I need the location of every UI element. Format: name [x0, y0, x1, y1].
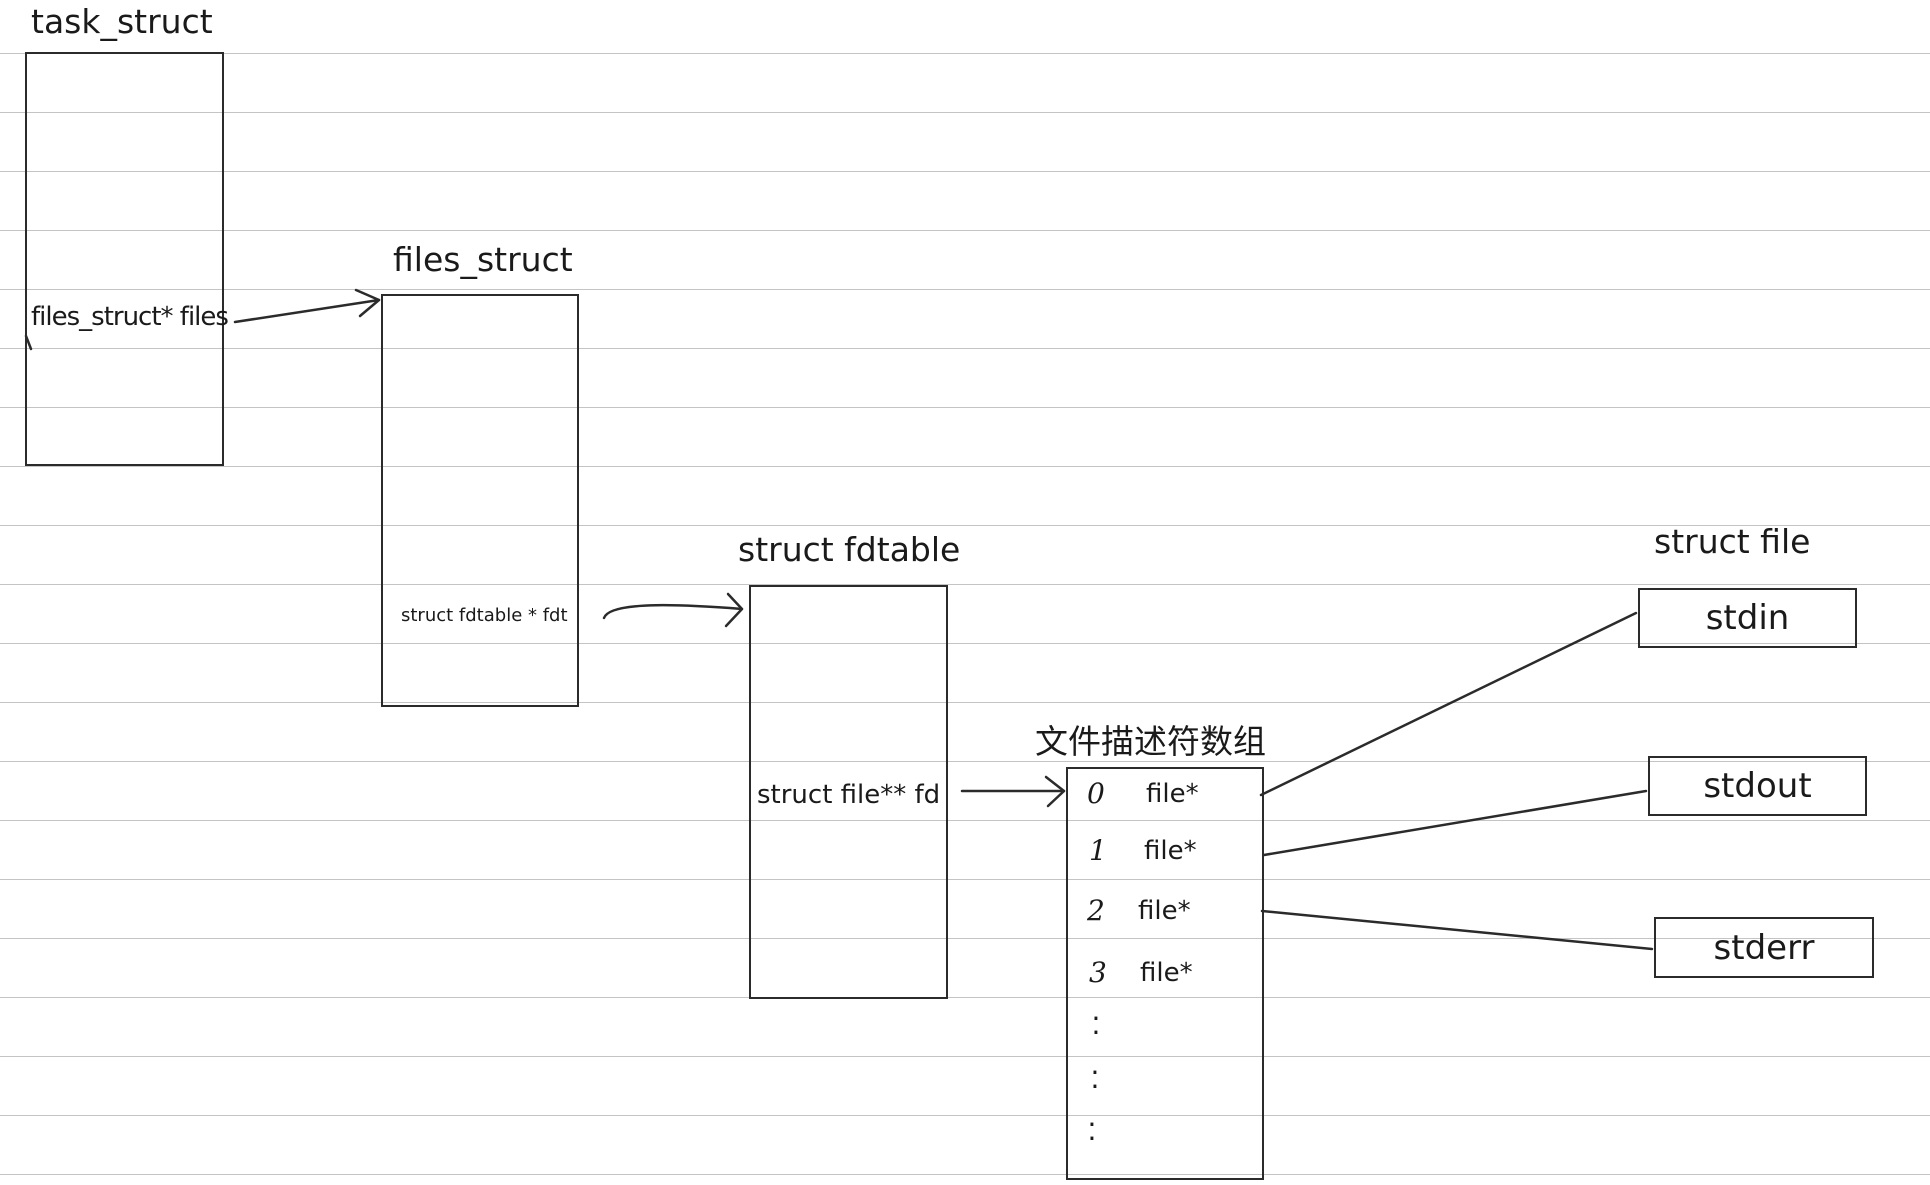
stdin-box: stdin: [1638, 588, 1857, 648]
task-struct-box: [25, 52, 224, 466]
fd-index: 0: [1087, 777, 1105, 810]
ruled-line: [0, 466, 1930, 467]
ellipsis-dots: ··: [1090, 1056, 1100, 1103]
fdtable-fd-field: struct file** fd: [757, 780, 941, 810]
fd-value: file*: [1146, 779, 1199, 809]
files-struct-title: files_struct: [393, 240, 573, 279]
fd-value: file*: [1138, 896, 1191, 926]
files-struct-fdt-field: struct fdtable * fdt: [401, 605, 568, 626]
ruled-line: [0, 348, 1930, 349]
fd-index: 1: [1089, 834, 1107, 867]
task-struct-files-field: files_struct* files: [31, 302, 229, 332]
fd-array-title: 文件描述符数组: [1035, 722, 1266, 761]
ellipsis-dots: ··: [1087, 1108, 1097, 1155]
ruled-line: [0, 1174, 1930, 1175]
fd-value: file*: [1144, 836, 1197, 866]
line-fd1-to-stdout: [1262, 789, 1648, 857]
stdout-box: stdout: [1648, 756, 1867, 816]
fd-value: file*: [1140, 958, 1193, 988]
stderr-label: stderr: [1713, 927, 1815, 968]
ruled-line: [0, 407, 1930, 408]
arrowhead: [354, 288, 381, 318]
arrow-files-to-files-struct: [233, 298, 381, 324]
stray-mark: [24, 334, 33, 351]
files-struct-box: [381, 294, 579, 707]
fd-index: 3: [1089, 956, 1107, 989]
ruled-line: [0, 938, 1930, 939]
arrowhead: [1044, 775, 1066, 808]
ruled-line: [0, 53, 1930, 54]
line-fd2-to-stderr: [1260, 909, 1654, 951]
ruled-line: [0, 997, 1930, 998]
fd-index: 2: [1087, 894, 1105, 927]
fd-array-box: [1066, 767, 1264, 1180]
line-fd0-to-stdin: [1259, 611, 1638, 797]
arrowhead: [724, 592, 744, 628]
ruled-line: [0, 171, 1930, 172]
stdout-label: stdout: [1703, 766, 1812, 806]
ruled-line: [0, 1056, 1930, 1057]
stderr-box: stderr: [1654, 917, 1874, 978]
ruled-line: [0, 112, 1930, 113]
ruled-line: [0, 584, 1930, 585]
arrow-fdt-to-fdtable: [602, 603, 744, 620]
ellipsis-dots: ··: [1091, 1002, 1101, 1049]
fdtable-title: struct fdtable: [738, 530, 961, 569]
ruled-line: [0, 820, 1930, 821]
struct-file-title: struct file: [1654, 522, 1811, 561]
fdtable-box: [749, 585, 948, 999]
ruled-line: [0, 230, 1930, 231]
ruled-line: [0, 702, 1930, 703]
ruled-line: [0, 879, 1930, 880]
ruled-line: [0, 761, 1930, 762]
ruled-line: [0, 1115, 1930, 1116]
stdin-label: stdin: [1705, 598, 1790, 638]
ruled-line: [0, 289, 1930, 290]
task-struct-title: task_struct: [31, 2, 213, 41]
ruled-line: [0, 525, 1930, 526]
ruled-line: [0, 643, 1930, 644]
